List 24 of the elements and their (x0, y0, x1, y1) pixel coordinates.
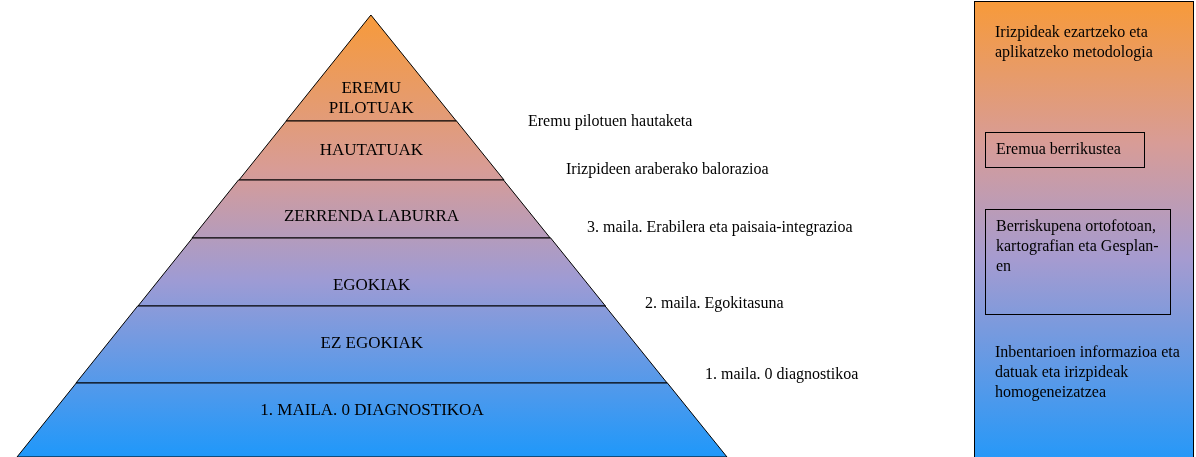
stage-label: 2. maila. Egokitasuna (645, 294, 784, 312)
pyramid-tier (137, 238, 606, 306)
pyramid-tier (286, 15, 457, 121)
tier-label: 1. MAILA. 0 DIAGNOSTIKOA (259, 400, 485, 420)
panel-text: Inbentarioen informazioa eta datuak eta irizpideak homogeneizatzea (995, 342, 1181, 402)
stage-label: 3. maila. Erabilera eta paisaia-integrazioa (587, 218, 853, 236)
step-box (985, 209, 1171, 315)
pyramid-tier (17, 383, 727, 457)
stage-label: 1. maila. 0 diagnostikoa (705, 365, 859, 383)
tier-label: EREMU PILOTUAK (328, 78, 414, 118)
stage-label: Eremu pilotuen hautaketa (528, 112, 693, 130)
tier-label: HAUTATUAK (318, 140, 425, 160)
stage-label: Irizpideen araberako balorazioa (566, 160, 769, 178)
panel-text: Irizpideak ezartzeko eta aplikatzeko metodologia (995, 22, 1154, 62)
tier-label: EZ EGOKIAK (319, 333, 425, 353)
step-label: Berriskupena ortofotoan, kartografian eta Gesplan-en (995, 216, 1160, 276)
tier-label: EGOKIAK (331, 275, 412, 295)
pyramid-tier (76, 306, 668, 383)
step-label: Eremua berrikustea (995, 139, 1122, 159)
tier-label: ZERRENDA LABURRA (282, 206, 461, 226)
side-panel (974, 1, 1194, 457)
step-box (985, 132, 1145, 168)
pyramid-tier (238, 121, 504, 180)
pyramid-tier (192, 180, 551, 238)
